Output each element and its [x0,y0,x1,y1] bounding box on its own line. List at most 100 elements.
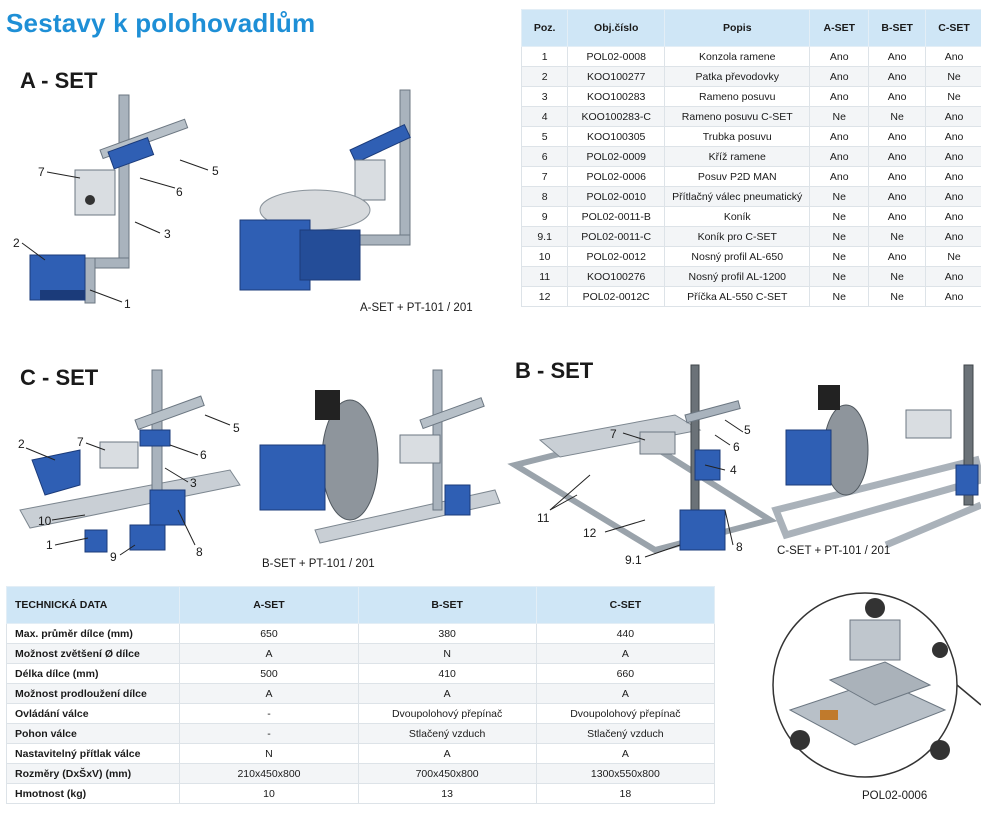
parts-cell: Ano [868,246,927,267]
parts-cell: Koník pro C-SET [664,226,811,247]
parts-cell: Ano [868,126,927,147]
parts-cell: POL02-0012 [567,246,666,267]
parts-cell: Ne [868,226,927,247]
tech-cell: 210x450x800 [179,763,359,784]
parts-cell: Kříž ramene [664,146,811,167]
tech-cell: 13 [357,783,537,804]
parts-cell: Ne [925,246,981,267]
parts-cell: Ano [925,226,981,247]
parts-cell: Nosný profil AL-1200 [664,266,811,287]
tech-row-label: Možnost zvětšení Ø dílce [5,643,181,664]
parts-header-b: B-SET [868,9,927,47]
parts-cell: Ano [925,46,981,67]
tech-cell: A [357,743,537,764]
parts-cell: POL02-0009 [567,146,666,167]
tech-header-a: A-SET [179,586,359,624]
parts-cell: Rameno posuvu [664,86,811,107]
tech-header-b: B-SET [357,586,537,624]
parts-table: Poz. Obj.číslo Popis A-SET B-SET C-SET 1… [520,9,981,307]
a-set-illustration [29,94,189,304]
b-callout-4: 4 [730,463,737,477]
b-callout-8: 8 [736,540,743,554]
a-set-positioner-illustration [239,89,411,291]
parts-cell: 9.1 [520,226,569,247]
parts-cell: Ano [809,86,870,107]
parts-cell: Ano [809,46,870,67]
b-callout-6: 6 [733,440,740,454]
c-callout-8: 8 [196,545,203,559]
parts-cell: Ne [809,186,870,207]
parts-cell: Ne [809,246,870,267]
parts-cell: POL02-0006 [567,166,666,187]
parts-header-pos: Poz. [520,9,569,47]
tech-row-label: Možnost prodloužení dílce [5,683,181,704]
tech-cell: 660 [535,663,716,684]
parts-cell: 3 [520,86,569,107]
parts-cell: 9 [520,206,569,227]
parts-cell: Ano [809,166,870,187]
a-callout-7: 7 [38,165,45,179]
parts-cell: Příčka AL-550 C-SET [664,286,811,307]
parts-cell: 7 [520,166,569,187]
parts-cell: 5 [520,126,569,147]
b-callout-12: 12 [583,526,597,540]
tech-cell: N [179,743,359,764]
parts-cell: Ano [925,206,981,227]
parts-header-order: Obj.číslo [567,9,666,47]
tech-row-label: Ovládání válce [5,703,181,724]
b-set-caption: B-SET + PT-101 / 201 [262,558,375,570]
parts-cell: 11 [520,266,569,287]
tech-cell: Stlačený vzduch [535,723,716,744]
tech-cell: A [535,643,716,664]
tech-row-label: Délka dílce (mm) [5,663,181,684]
parts-cell: 2 [520,66,569,87]
tech-cell: Stlačený vzduch [357,723,537,744]
tech-cell: 410 [357,663,537,684]
c-callout-6: 6 [200,448,207,462]
b-callout-9-1: 9.1 [625,553,642,567]
parts-cell: Ano [809,146,870,167]
b-callout-7: 7 [610,427,617,441]
a-callout-1: 1 [124,297,131,311]
parts-cell: Ano [868,186,927,207]
parts-cell: 4 [520,106,569,127]
c-callout-3: 3 [190,476,197,490]
b-callout-5: 5 [744,423,751,437]
c-set-illustration [19,369,241,553]
parts-cell: Ano [809,126,870,147]
parts-cell: 8 [520,186,569,207]
parts-cell: Ne [809,286,870,307]
c-callout-10: 10 [38,514,52,528]
a-callout-2: 2 [13,236,20,250]
detail-caption: POL02-0006 [862,790,928,802]
parts-cell: POL02-0011-C [567,226,666,247]
parts-cell: Ano [868,146,927,167]
tech-cell: A [535,743,716,764]
tech-row-label: Nastavitelný přítlak válce [5,743,181,764]
parts-cell: Ano [925,126,981,147]
a-callout-6: 6 [176,185,183,199]
parts-cell: Ano [925,106,981,127]
parts-header-c: C-SET [925,9,981,47]
tech-cell: A [179,643,359,664]
tech-cell: - [179,703,359,724]
parts-cell: Ano [868,206,927,227]
b-set-positioner-illustration [259,369,501,544]
a-set-label: A - SET [20,68,98,93]
parts-cell: Ne [868,106,927,127]
a-callout-5: 5 [212,164,219,178]
parts-cell: Ano [925,166,981,187]
parts-cell: Ano [868,166,927,187]
